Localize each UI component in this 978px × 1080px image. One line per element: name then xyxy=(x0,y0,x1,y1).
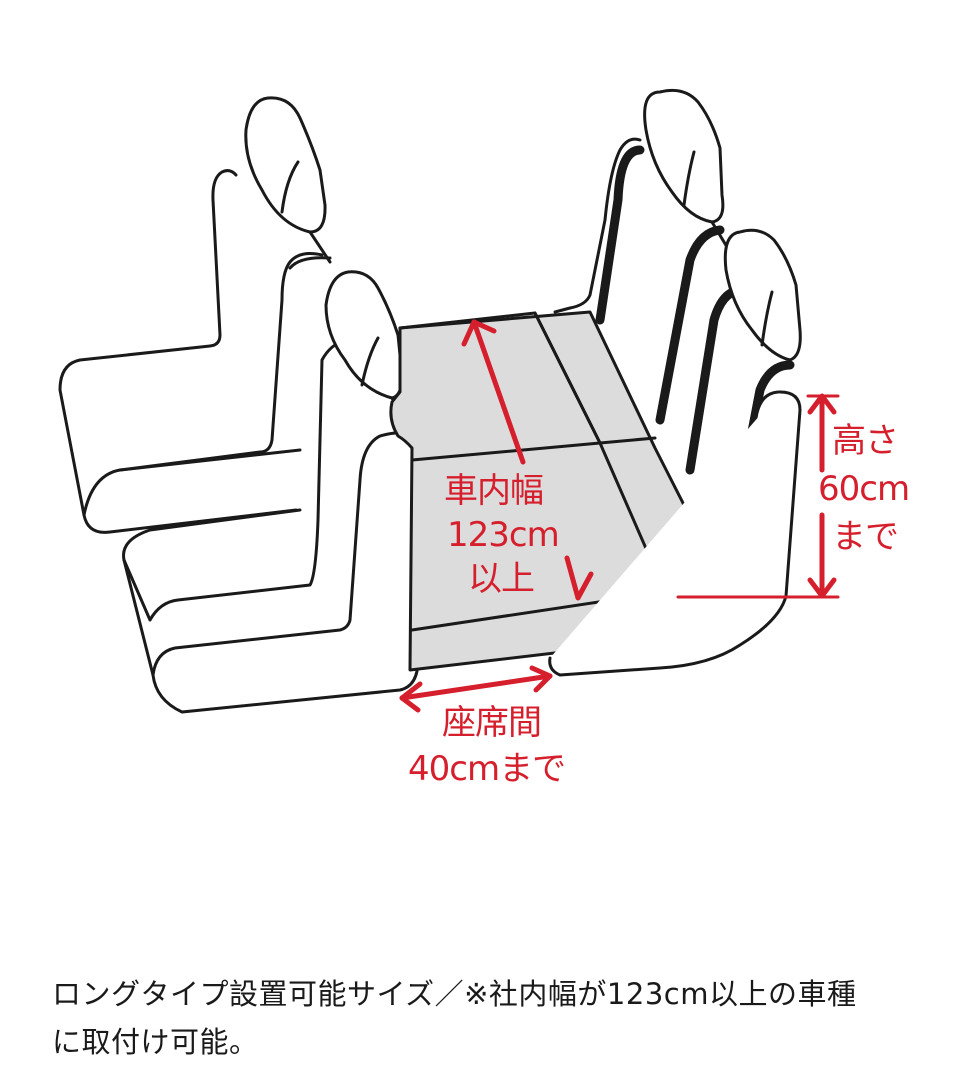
caption-line-2: に取付け可能。 xyxy=(52,1025,259,1059)
seat-mat-diagram: 車内幅 123cm 以上 高さ 60cm まで 座席間 40cmまで xyxy=(58,88,910,789)
interior-width-qualifier: 以上 xyxy=(468,559,535,599)
left-front-seat xyxy=(122,256,420,714)
seat-gap-label: 座席間 xyxy=(442,703,542,743)
car-seats-illustration xyxy=(58,88,840,714)
interior-width-arrow-icon xyxy=(461,319,594,601)
height-label: 高さ xyxy=(832,421,899,461)
caption: ロングタイプ設置可能サイズ／※社内幅が123cm以上の車種 に取付け可能。 xyxy=(52,970,952,1066)
seat-gap-value: 40cmまで xyxy=(408,749,566,789)
interior-width-label: 車内幅 xyxy=(444,471,544,511)
height-arrow-icon xyxy=(676,393,840,599)
interior-width-value: 123cm xyxy=(447,515,560,555)
seat-gap-arrow-icon xyxy=(399,665,553,713)
height-value: 60cm xyxy=(818,469,910,509)
left-back-headrest xyxy=(244,96,332,264)
right-back-headrest xyxy=(643,88,732,254)
interior-width-label-line1: 車内幅 xyxy=(444,471,544,511)
caption-line-1: ロングタイプ設置可能サイズ／※社内幅が123cm以上の車種 xyxy=(52,977,857,1011)
right-front-headrest xyxy=(723,228,802,362)
height-qualifier: まで xyxy=(832,517,899,557)
left-back-seat xyxy=(58,169,324,534)
